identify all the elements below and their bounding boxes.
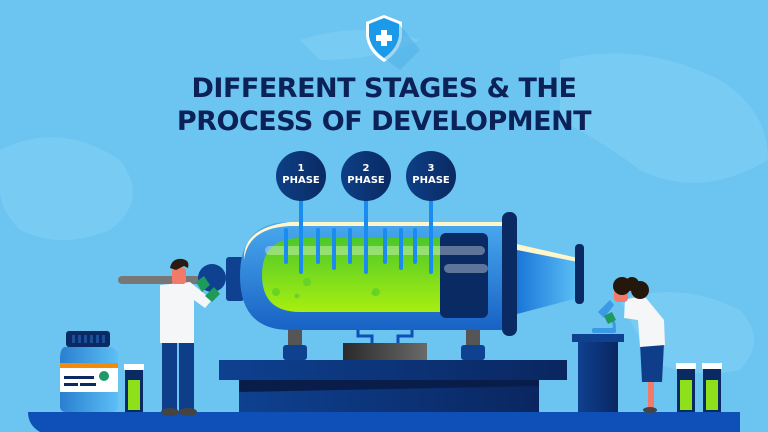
syringe: [226, 212, 584, 336]
lab-table: [572, 334, 624, 412]
phase-label: PHASE: [412, 175, 450, 186]
phase-badge-2: 2 PHASE: [341, 151, 391, 201]
syringe-stand: [219, 325, 567, 412]
medicine-bottle: [60, 331, 118, 412]
plunger-rod: [118, 276, 218, 284]
male-scientist: [160, 258, 220, 416]
phase-label: PHASE: [347, 175, 385, 186]
page-title-line-1: DIFFERENT STAGES & THE: [191, 73, 577, 104]
test-tube: [124, 364, 144, 412]
test-tube: [702, 363, 722, 412]
phase-number: 3: [427, 163, 435, 174]
phase-probes: [284, 199, 433, 274]
floor-platform: [28, 412, 740, 432]
phase-label: PHASE: [282, 175, 320, 186]
female-scientist: [604, 277, 665, 413]
shield-medical-cross-icon: [366, 15, 420, 70]
phase-number: 1: [297, 163, 305, 174]
test-tube: [676, 363, 696, 412]
phase-number: 2: [362, 163, 370, 174]
phase-badge-1: 1 PHASE: [276, 151, 326, 201]
phase-badge-3: 3 PHASE: [406, 151, 456, 201]
page-title-line-2: PROCESS OF DEVELOPMENT: [176, 106, 592, 137]
